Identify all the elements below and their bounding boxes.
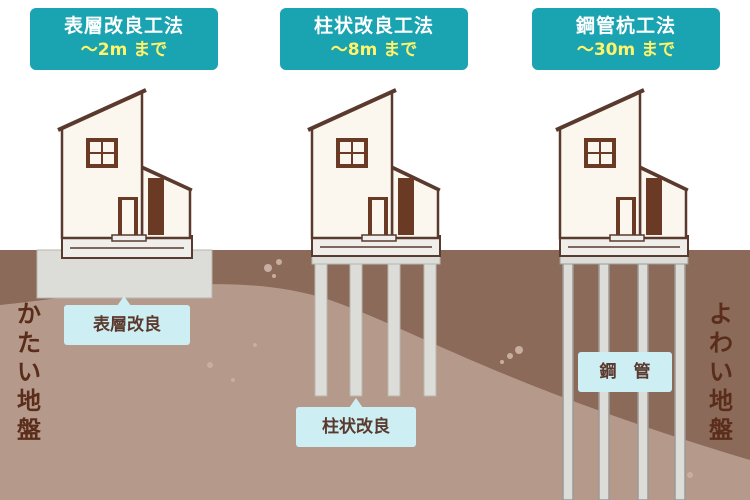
soft-ground-label: よ わ い 地 盤 [706, 300, 736, 445]
column-1 [314, 261, 328, 397]
hard-ground-label: か た い 地 盤 [14, 300, 44, 445]
label-columnar-improvement: 柱状改良 [296, 407, 416, 447]
method-depth: 〜2m まで [80, 40, 168, 60]
pipe-1 [562, 261, 574, 500]
hard-ground-char: い [17, 358, 41, 386]
label-pointer [117, 296, 131, 306]
hard-ground-char: か [17, 300, 41, 328]
method-depth: 〜30m まで [576, 40, 676, 60]
hard-ground-char: た [17, 329, 41, 357]
label-surface-improvement: 表層改良 [64, 305, 190, 345]
method-banner-columnar: 柱状改良工法 〜8m まで [280, 8, 468, 70]
method-depth: 〜8m まで [330, 40, 418, 60]
soft-ground-char: い [709, 358, 733, 386]
column-4 [423, 261, 437, 397]
house-surface [36, 88, 213, 299]
method-name: 表層改良工法 [63, 15, 184, 37]
hard-ground-char: 盤 [17, 416, 41, 444]
house-columnar [307, 88, 441, 397]
method-banner-steel-pipe: 鋼管杭工法 〜30m まで [532, 8, 720, 70]
column-3 [387, 261, 401, 397]
soft-ground-char: わ [709, 329, 733, 357]
soil-specks [207, 259, 693, 478]
soft-ground-char: 地 [709, 387, 733, 415]
method-banner-surface: 表層改良工法 〜2m まで [30, 8, 218, 70]
column-2 [349, 261, 363, 397]
soft-ground-char: 盤 [709, 416, 733, 444]
label-steel-pipe: 鋼 管 [578, 352, 672, 392]
label-pointer [349, 398, 363, 408]
method-name: 鋼管杭工法 [575, 15, 676, 37]
pipe-4 [674, 261, 686, 500]
soft-ground-char: よ [709, 300, 733, 328]
hard-ground-char: 地 [17, 387, 41, 415]
method-name: 柱状改良工法 [313, 15, 434, 37]
